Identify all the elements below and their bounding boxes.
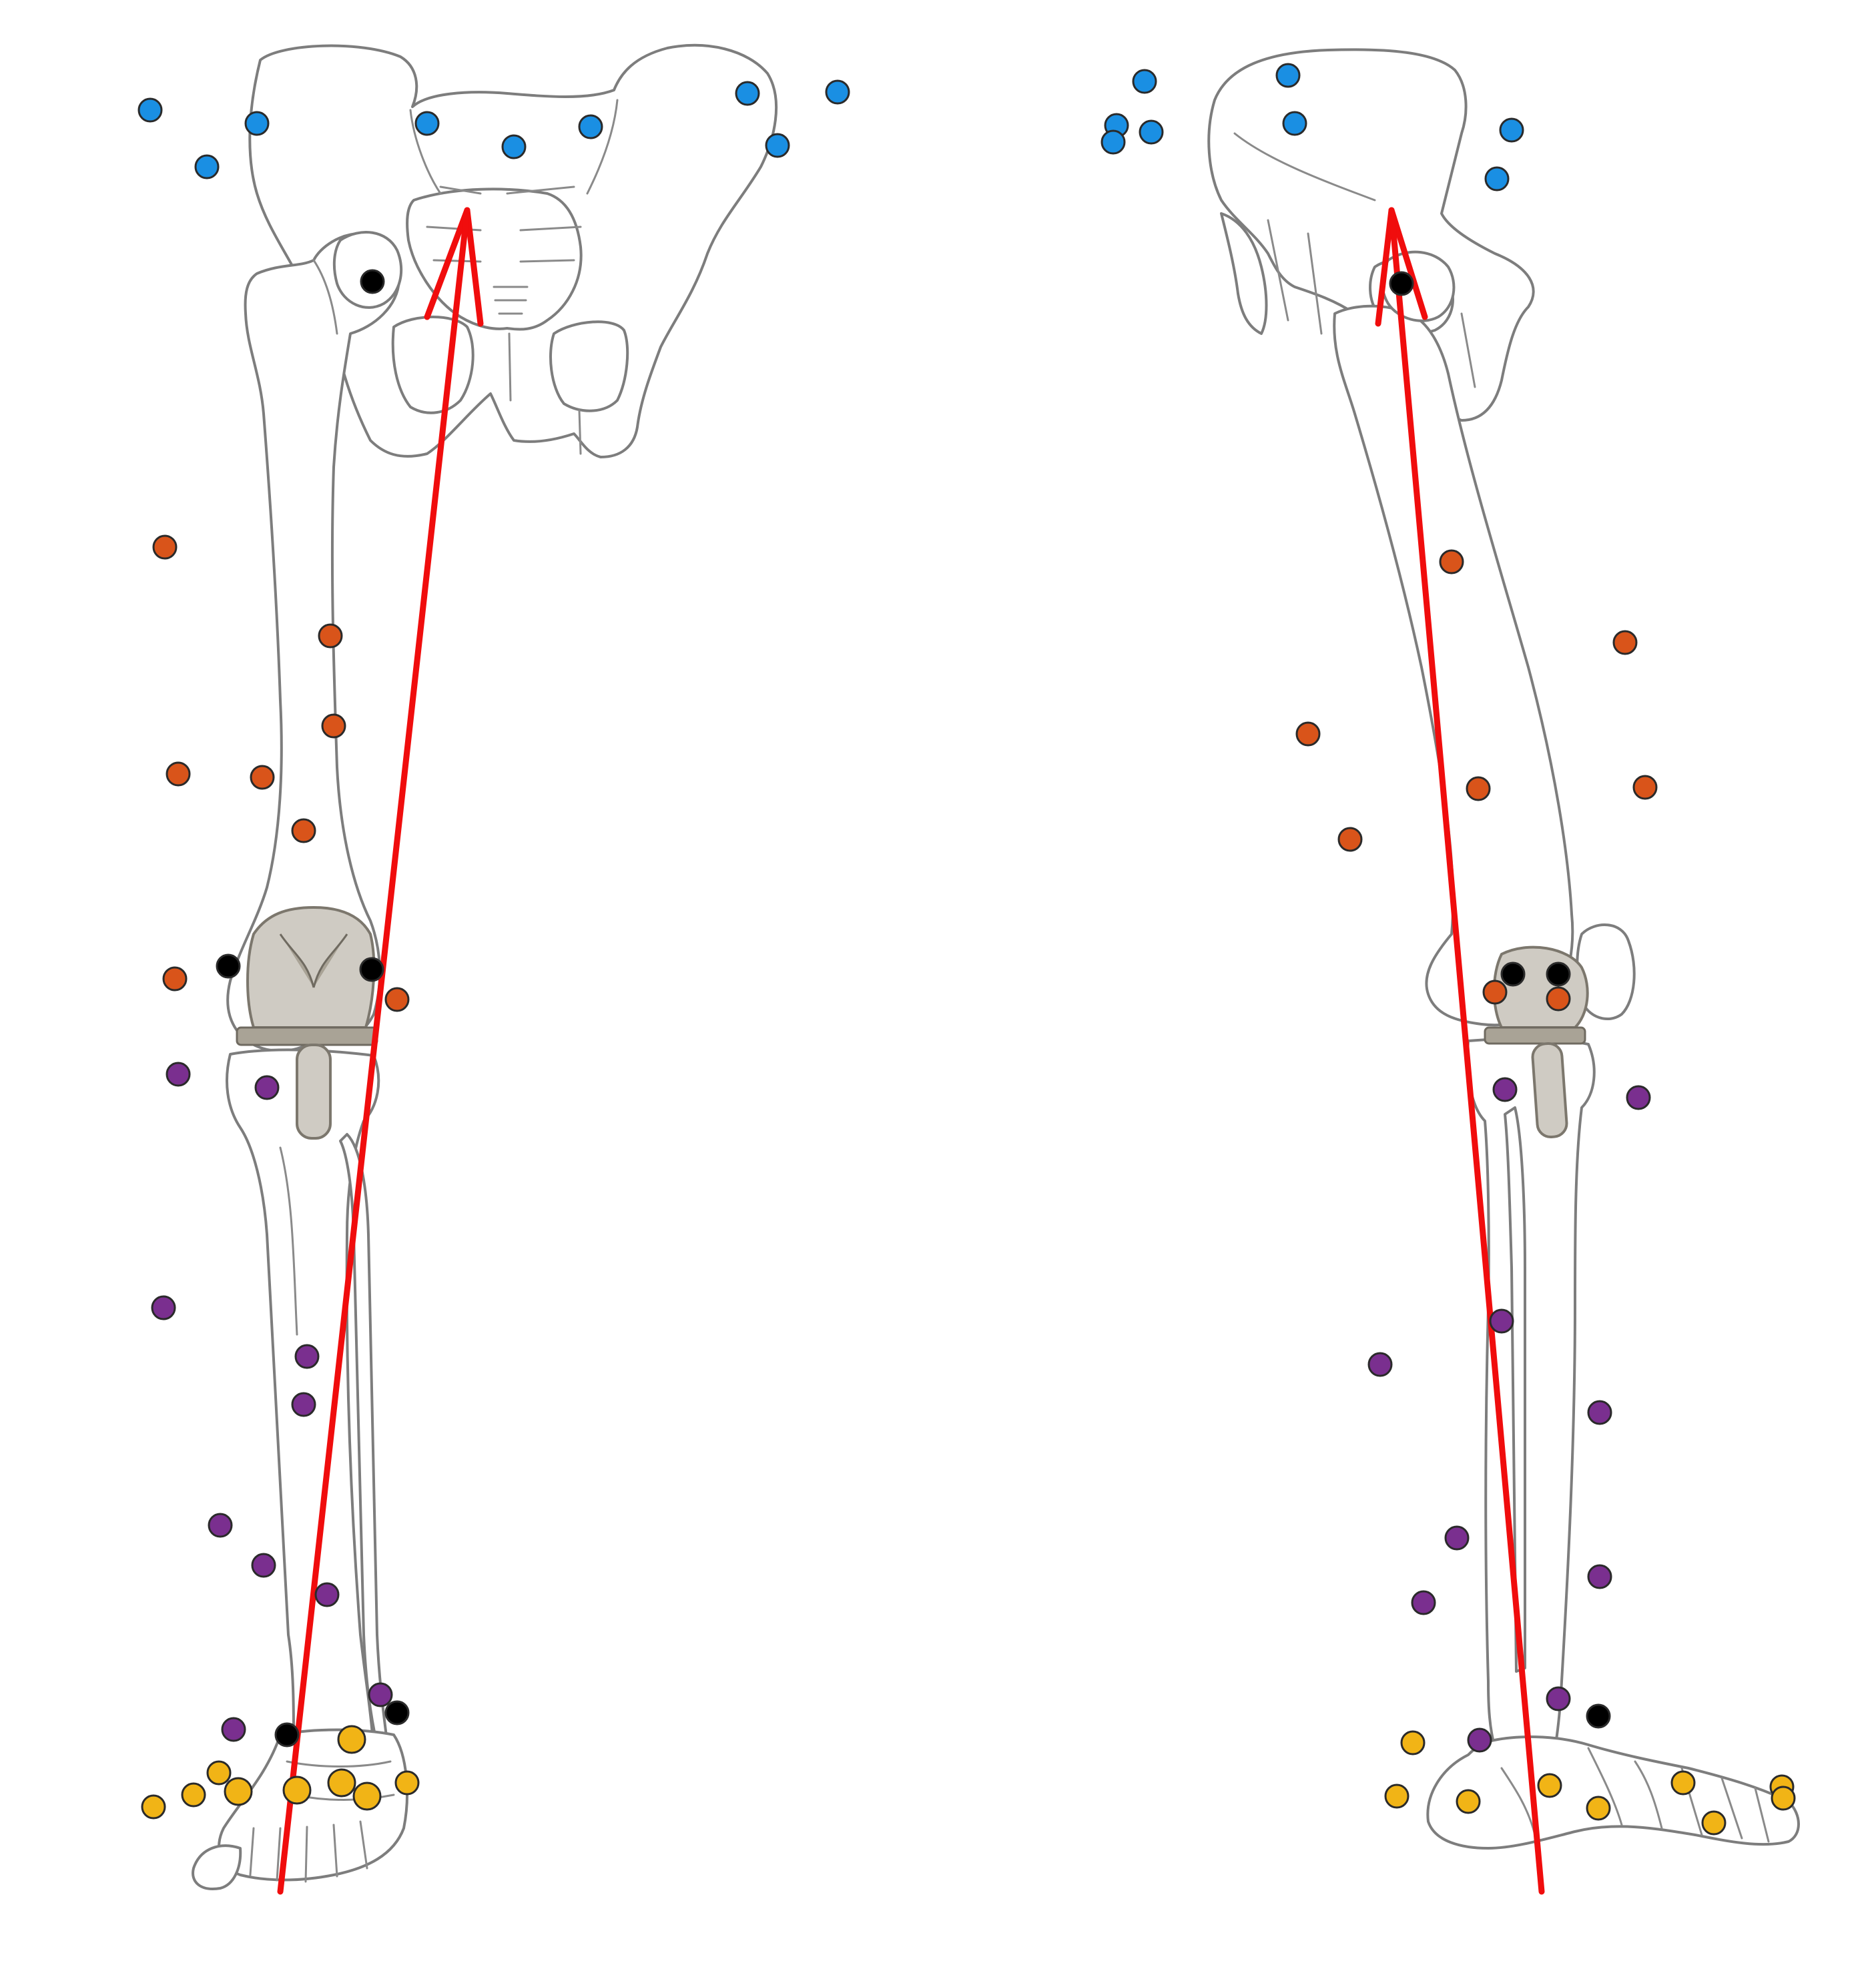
- pelvis-marker-dot: [765, 133, 790, 158]
- pelvis-marker-dot: [414, 111, 440, 136]
- foot-marker-dot: [141, 1794, 166, 1820]
- frontal-foot: [192, 1728, 408, 1890]
- frontal-knee-implant-icon: [236, 905, 378, 1140]
- joint-center-dot: [360, 269, 385, 294]
- joint-center-dot: [359, 957, 384, 982]
- thigh-marker-dot: [162, 966, 188, 992]
- foot-marker-dot: [1456, 1789, 1481, 1814]
- thigh-marker-dot: [1466, 776, 1491, 801]
- foot-marker-dot: [224, 1777, 253, 1806]
- foot-marker-dot: [352, 1782, 382, 1811]
- shank-marker-dot: [1489, 1308, 1514, 1334]
- thigh-marker-dot: [1482, 979, 1508, 1005]
- frontal-axis-line: [277, 207, 471, 1895]
- shank-marker-dot: [1546, 1686, 1571, 1711]
- pelvis-marker-dot: [1499, 117, 1524, 143]
- sagittal-mechanical-axis: [1375, 207, 1545, 1895]
- shank-marker-dot: [166, 1062, 191, 1087]
- joint-center-dot: [384, 1700, 410, 1725]
- foot-marker-dot: [1400, 1730, 1426, 1755]
- pelvis-marker-dot: [735, 81, 760, 106]
- joint-center-dot: [1500, 961, 1526, 987]
- pelvis-marker-dot: [825, 79, 850, 105]
- shank-marker-dot: [208, 1513, 233, 1538]
- pelvis-marker-dot: [1101, 129, 1126, 155]
- pelvis-markers-group: [137, 63, 1524, 191]
- shank-marker-dot: [251, 1553, 276, 1578]
- shank-marker-dot: [1367, 1352, 1393, 1377]
- thigh-marker-dot: [384, 987, 410, 1012]
- shank-marker-dot: [151, 1295, 176, 1320]
- thigh-marker-dot: [321, 713, 346, 739]
- thigh-marker-dot: [318, 623, 343, 649]
- shank-marker-dot: [1587, 1564, 1612, 1589]
- shank-marker-dot: [291, 1392, 316, 1417]
- thigh-marker-dot: [1612, 630, 1638, 655]
- foot-marker-dot: [327, 1768, 356, 1798]
- foot-marker-dot: [1384, 1784, 1410, 1809]
- shank-marker-dot: [314, 1582, 340, 1607]
- thigh-marker-dot: [152, 534, 178, 560]
- foot-marker-dot: [394, 1770, 420, 1796]
- pelvis-marker-dot: [137, 97, 163, 123]
- foot-marker-dot: [206, 1760, 232, 1786]
- foot-marker-dot: [1537, 1773, 1562, 1798]
- thigh-marker-dot: [1337, 827, 1363, 852]
- shank-marker-dot: [221, 1717, 246, 1742]
- pelvis-marker-dot: [194, 154, 220, 179]
- joint-center-dot: [216, 953, 241, 979]
- foot-marker-dot: [1586, 1796, 1611, 1821]
- shank-marker-dot: [1626, 1085, 1651, 1110]
- pelvis-marker-dot: [1275, 63, 1301, 88]
- pelvis-marker-dot: [1282, 111, 1307, 136]
- joint-center-dot: [274, 1722, 300, 1747]
- shank-marker-dot: [294, 1344, 320, 1369]
- thigh-marker-dot: [1439, 549, 1464, 574]
- sagittal-view: [1207, 48, 1800, 1895]
- pelvis-marker-dot: [1139, 119, 1164, 145]
- shank-marker-dot: [1444, 1525, 1470, 1551]
- thigh-marker-dot: [291, 818, 316, 843]
- shank-marker-dot: [254, 1075, 280, 1100]
- thigh-markers-group: [152, 534, 1658, 1012]
- pelvis-marker-dot: [1484, 166, 1510, 191]
- thigh-marker-dot: [250, 765, 275, 790]
- joint-centers-group: [216, 269, 1611, 1747]
- marker-layer: [137, 63, 1796, 1836]
- foot-markers-group: [141, 1725, 1796, 1836]
- sagittal-tibia-fibula: [1466, 1037, 1596, 1755]
- thigh-marker-dot: [1632, 775, 1658, 800]
- joint-center-dot: [1389, 271, 1414, 296]
- foot-marker-dot: [1670, 1770, 1696, 1796]
- foot-marker-dot: [282, 1776, 312, 1805]
- foot-marker-dot: [1701, 1810, 1727, 1836]
- shank-marker-dot: [368, 1682, 393, 1707]
- frontal-mechanical-axis: [277, 207, 484, 1895]
- joint-center-dot: [1546, 961, 1571, 987]
- foot-marker-dot: [181, 1782, 206, 1808]
- pelvis-marker-dot: [578, 114, 603, 139]
- frontal-view: [192, 43, 778, 1895]
- sagittal-foot: [1426, 1735, 1800, 1850]
- joint-center-dot: [1586, 1703, 1611, 1729]
- thigh-marker-dot: [1546, 986, 1571, 1012]
- thigh-marker-dot: [166, 761, 191, 787]
- foot-marker-dot: [337, 1725, 366, 1754]
- shank-markers-group: [151, 1062, 1651, 1753]
- foot-marker-dot: [1771, 1786, 1796, 1811]
- thigh-marker-dot: [1295, 721, 1321, 747]
- sagittal-axis-line: [1388, 207, 1545, 1895]
- pelvis-marker-dot: [244, 111, 270, 136]
- pelvis-marker-dot: [1132, 69, 1157, 94]
- shank-marker-dot: [1587, 1400, 1612, 1425]
- shank-marker-dot: [1411, 1590, 1436, 1615]
- frontal-femur: [226, 231, 403, 1052]
- shank-marker-dot: [1467, 1727, 1492, 1753]
- shank-marker-dot: [1492, 1077, 1518, 1102]
- pelvis-marker-dot: [501, 134, 527, 159]
